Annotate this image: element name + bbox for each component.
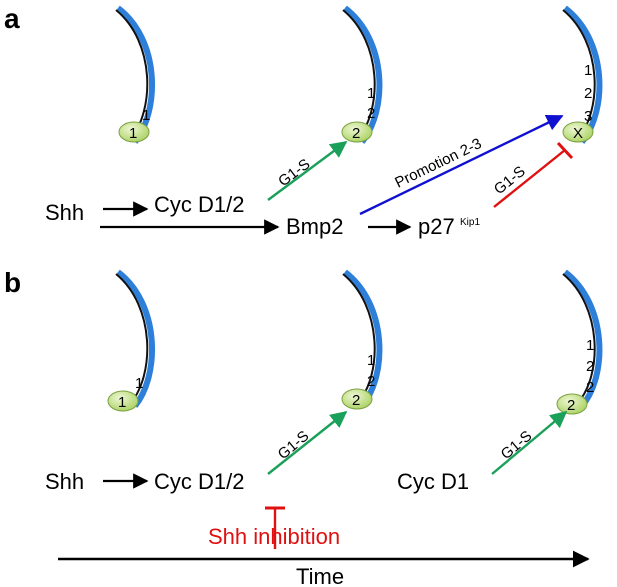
cell-a1: 1	[118, 121, 150, 143]
blade-b1	[115, 269, 155, 408]
label-a-promotion: Promotion 2-3	[392, 135, 484, 192]
arrow-a-promotion	[359, 114, 564, 216]
cell-b3-stack-2: 2	[586, 358, 594, 375]
cell-a2-stack-1: 1	[367, 85, 375, 102]
node-b-shh: Shh	[45, 469, 84, 494]
arrow-b-g1s-2	[491, 410, 568, 475]
cell-a3-stack-2: 2	[584, 85, 592, 102]
arrow-a-g1s-green	[267, 140, 348, 201]
cell-a3-badge: X	[573, 125, 583, 142]
arrow-b-g1s-1	[267, 410, 348, 475]
cell-a2: 2	[341, 121, 373, 143]
panel-b-label: b	[4, 267, 21, 298]
node-a-p27: p27	[418, 214, 455, 239]
cell-b1-badge: 1	[118, 394, 126, 411]
cell-b3-stack-1: 1	[586, 337, 594, 354]
node-a-p27-superscript: Kip1	[460, 217, 480, 228]
cell-a1-badge: 1	[129, 125, 137, 142]
cell-a2-badge: 2	[352, 125, 360, 142]
label-b-g1s-1: G1-S	[275, 428, 313, 464]
label-b-g1s-2: G1-S	[498, 428, 536, 464]
cell-b2-stack-2: 2	[367, 373, 375, 390]
cell-a3: X	[562, 121, 594, 143]
cell-a3-stack-1: 1	[584, 62, 592, 79]
node-b-cyc: Cyc D1/2	[154, 469, 244, 494]
cell-a3-stack-3: 3	[584, 108, 592, 125]
cell-b1-stack-1: 1	[135, 375, 143, 392]
cell-a2-stack-2: 2	[367, 105, 375, 122]
node-a-cyc: Cyc D1/2	[154, 192, 244, 217]
inhibit-a-g1s-red	[493, 141, 574, 208]
cell-b1: 1	[107, 390, 139, 412]
node-a-bmp2: Bmp2	[286, 214, 343, 239]
cell-b3-stack-3: 2	[586, 379, 594, 396]
label-a-g1s-green: G1-S	[275, 156, 313, 191]
label-shh-inhibition: Shh inhibition	[208, 524, 340, 549]
cell-b3: 2	[556, 393, 588, 415]
inhibit-b-shh	[265, 506, 285, 549]
cell-b2: 2	[341, 388, 373, 410]
time-axis-label: Time	[296, 564, 344, 587]
node-b-cyc-d1: Cyc D1	[397, 469, 469, 494]
panel-a-label: a	[4, 3, 20, 34]
cell-b2-badge: 2	[352, 392, 360, 409]
cell-b3-badge: 2	[567, 397, 575, 414]
cell-a1-stack-1: 1	[142, 107, 150, 124]
cell-b2-stack-1: 1	[367, 352, 375, 369]
blade-b3	[562, 269, 603, 408]
node-a-shh: Shh	[45, 200, 84, 225]
